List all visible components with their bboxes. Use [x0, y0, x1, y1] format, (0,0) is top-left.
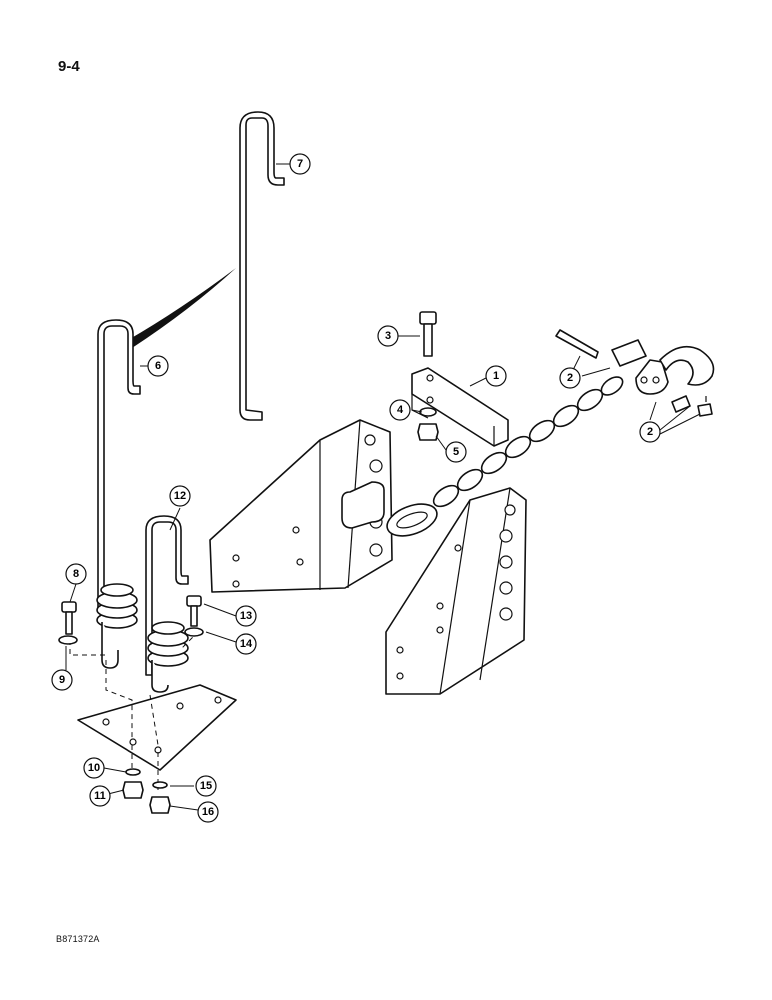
svg-text:2: 2	[647, 426, 653, 438]
svg-text:7: 7	[297, 158, 303, 170]
svg-text:11: 11	[94, 790, 106, 802]
bolt-part-8	[61, 601, 77, 635]
rod-part-6	[96, 319, 141, 669]
callout-2: 2	[639, 421, 661, 443]
svg-text:5: 5	[453, 446, 459, 458]
figure-id: B871372A	[56, 934, 100, 944]
nut-part-16	[149, 796, 171, 814]
svg-text:1: 1	[493, 370, 499, 382]
washer-part-10	[125, 768, 141, 776]
callout-5: 5	[445, 441, 467, 463]
bolt-part-13	[186, 595, 202, 627]
washer-part-14	[184, 627, 204, 637]
callout-1: 1	[485, 365, 507, 387]
callout-3: 3	[377, 325, 399, 347]
svg-text:12: 12	[174, 490, 186, 502]
nut-part-5	[417, 423, 439, 441]
callout-9: 9	[51, 669, 73, 691]
washer-part-4	[419, 407, 437, 417]
rod-part-12	[145, 515, 189, 693]
callouts: 1 2 2 3 4 5 6 7 8 9 10 11 12 13 14 15 16	[51, 153, 661, 823]
svg-text:2: 2	[567, 372, 573, 384]
bolt-part-3	[419, 311, 437, 357]
callout-10: 10	[83, 757, 105, 779]
callout-6: 6	[147, 355, 169, 377]
svg-text:4: 4	[397, 404, 404, 416]
svg-text:8: 8	[73, 568, 79, 580]
washer-part-9	[58, 635, 78, 645]
callout-2: 2	[559, 367, 581, 389]
washer-part-15	[152, 781, 168, 789]
drawbar-bracket-right	[385, 487, 527, 695]
leader-lines	[65, 163, 701, 811]
svg-text:14: 14	[240, 638, 253, 650]
svg-text:6: 6	[155, 360, 161, 372]
alternate-indicator-swoosh	[128, 268, 236, 348]
callout-15: 15	[195, 775, 217, 797]
callout-13: 13	[235, 605, 257, 627]
callout-12: 12	[169, 485, 191, 507]
safety-chain	[386, 376, 624, 537]
svg-text:9: 9	[59, 674, 65, 686]
callout-14: 14	[235, 633, 257, 655]
rod-part-7	[239, 111, 285, 421]
base-plate	[77, 684, 237, 771]
svg-text:15: 15	[200, 780, 212, 792]
hook-assembly-part-2	[555, 329, 715, 417]
svg-text:16: 16	[202, 806, 214, 818]
page-number: 9-4	[58, 58, 80, 75]
svg-text:13: 13	[240, 610, 252, 622]
bracket-part-1	[411, 367, 509, 447]
nut-part-11	[122, 781, 144, 799]
callout-16: 16	[197, 801, 219, 823]
callout-11: 11	[89, 785, 111, 807]
svg-text:3: 3	[385, 330, 391, 342]
drawbar-bracket-left	[209, 419, 393, 593]
callout-7: 7	[289, 153, 311, 175]
callout-8: 8	[65, 563, 87, 585]
svg-text:10: 10	[88, 762, 100, 774]
callout-4: 4	[389, 399, 411, 421]
